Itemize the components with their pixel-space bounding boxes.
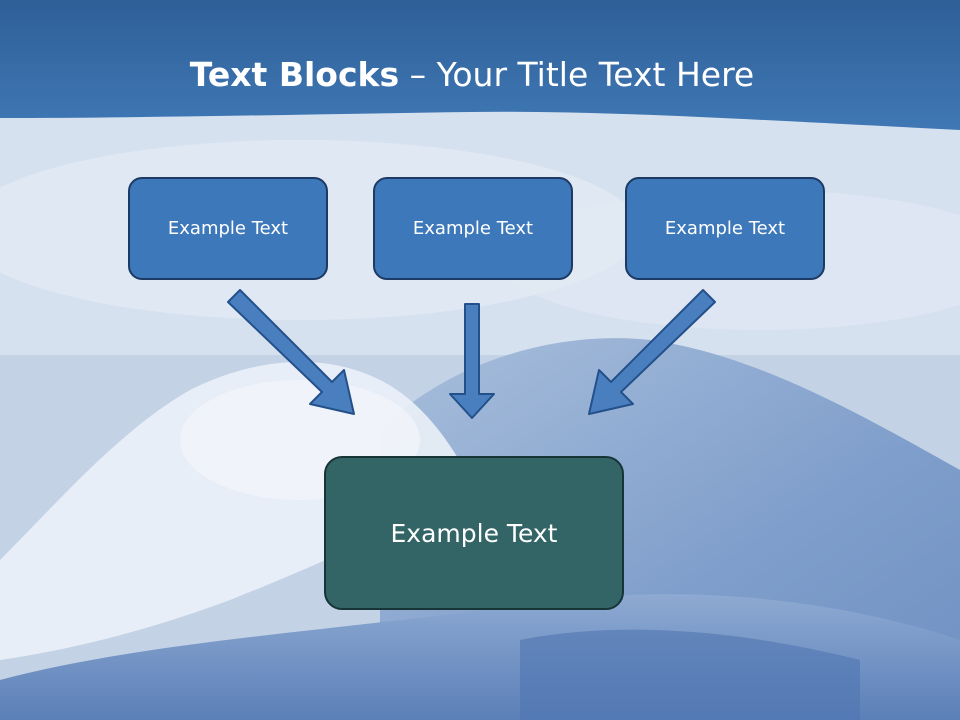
text-block-top-center-label: Example Text — [412, 218, 534, 239]
text-block-bottom-label: Example Text — [390, 518, 558, 548]
text-block-bottom[interactable]: Example Text — [324, 456, 624, 610]
text-block-top-center[interactable]: Example Text — [373, 177, 573, 280]
text-block-top-right[interactable]: Example Text — [625, 177, 825, 280]
text-block-top-left-label: Example Text — [167, 218, 289, 239]
text-block-top-right-label: Example Text — [664, 218, 786, 239]
title-bold-part: Text Blocks — [189, 55, 400, 94]
slide-title: Text Blocks – Your Title Text Here — [0, 52, 944, 98]
text-block-top-left[interactable]: Example Text — [128, 177, 328, 280]
title-rest: – Your Title Text Here — [399, 55, 755, 94]
